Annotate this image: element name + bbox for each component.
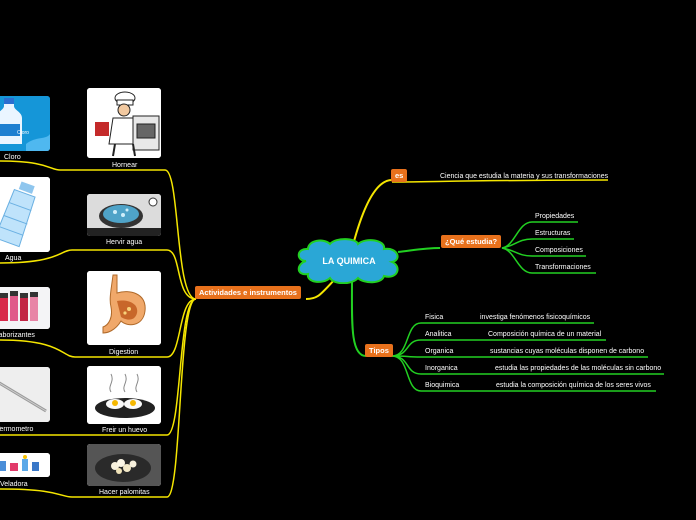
actividad-left-label: Agua bbox=[5, 255, 22, 262]
tipo-desc: estudia la composición química de los se… bbox=[496, 382, 651, 389]
actividad-right-label: Hacer palomitas bbox=[99, 489, 150, 496]
tag-actividades[interactable]: Actividades e instrumentos bbox=[195, 286, 301, 299]
hervir-agua-image bbox=[87, 194, 161, 236]
digestion-image bbox=[87, 271, 161, 345]
termometro-image bbox=[0, 367, 50, 422]
tipo-name: Bioquimica bbox=[425, 382, 460, 389]
que-estudia-item: Transformaciones bbox=[535, 264, 591, 271]
tag-es[interactable]: es bbox=[391, 169, 408, 182]
tipo-name: Fisica bbox=[425, 314, 444, 321]
tipo-name: Analitica bbox=[425, 331, 452, 338]
que-estudia-item: Estructuras bbox=[535, 230, 571, 237]
tipo-desc: investiga fenómenos fisicoquímicos bbox=[480, 314, 591, 321]
veladora-image bbox=[0, 453, 50, 477]
tipo-desc: Composición química de un material bbox=[488, 331, 602, 338]
hornear-image bbox=[87, 88, 161, 158]
actividad-left-label: Veladora bbox=[0, 481, 28, 488]
center-cloud-shape bbox=[297, 238, 399, 284]
que-estudia-item: Composiciones bbox=[535, 247, 583, 254]
es-definition: Ciencia que estudia la materia y sus tra… bbox=[440, 173, 609, 180]
central-topic[interactable]: LA QUIMICA bbox=[298, 240, 400, 282]
hacer-palomitas-image bbox=[87, 444, 161, 486]
central-topic-label: LA QUIMICA bbox=[322, 256, 376, 266]
actividad-left-label: Cloro bbox=[4, 154, 21, 161]
actividad-right-label: Freir un huevo bbox=[102, 427, 148, 434]
agua-image bbox=[0, 177, 50, 252]
tag-tipos[interactable]: Tipos bbox=[365, 344, 393, 357]
actividad-left-label: Saborizantes bbox=[0, 332, 35, 339]
tipo-desc: sustancias cuyas moléculas disponen de c… bbox=[490, 348, 645, 355]
saborizantes-image bbox=[0, 287, 50, 329]
tipo-name: Inorganica bbox=[425, 365, 458, 372]
tipo-desc: estudia las propiedades de las moléculas… bbox=[495, 365, 662, 372]
actividad-right-label: Hervir agua bbox=[106, 239, 143, 246]
actividad-right-label: Digestion bbox=[109, 349, 139, 356]
actividad-right-label: Hornear bbox=[112, 162, 138, 169]
tag-que-estudia[interactable]: ¿Qué estudia? bbox=[441, 235, 502, 248]
cloro-bottle-text: Cloro bbox=[17, 130, 29, 136]
que-estudia-item: Propiedades bbox=[535, 213, 575, 220]
cloro-image bbox=[0, 96, 50, 151]
actividad-left-label: Termometro bbox=[0, 426, 34, 433]
freir-huevo-image bbox=[87, 366, 161, 424]
tipo-name: Organica bbox=[425, 348, 454, 355]
